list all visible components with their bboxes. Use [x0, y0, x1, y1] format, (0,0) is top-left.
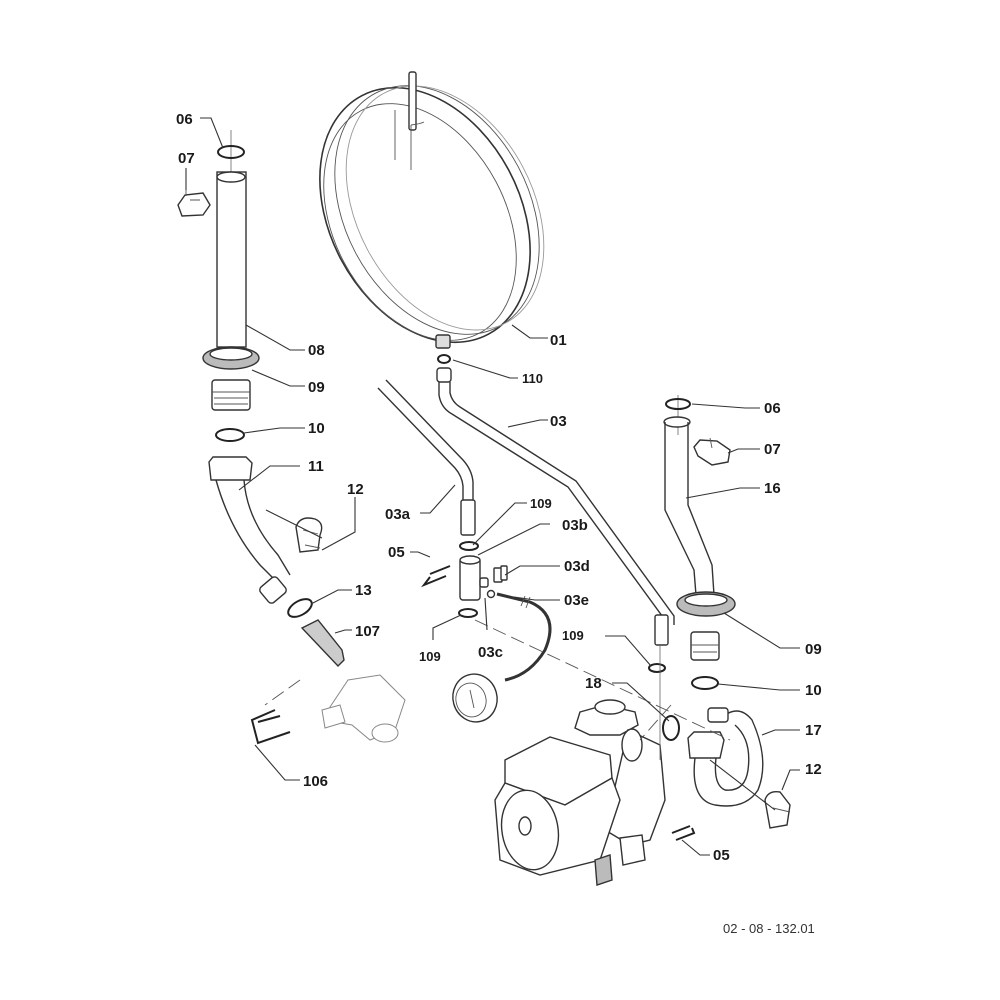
assembly-line [474, 619, 731, 741]
left-pipe-08 [216, 171, 247, 348]
washer-110 [437, 354, 451, 364]
label-110: 110 [522, 371, 543, 386]
label-03d: 03d [564, 558, 590, 575]
pressure-gauge [452, 589, 552, 723]
clip-03d [493, 565, 508, 583]
vessel-pipe [436, 367, 675, 646]
label-107: 107 [355, 623, 380, 640]
reference-code: 02 - 08 - 132.01 [723, 921, 815, 936]
assembly-line [639, 704, 672, 741]
pipe-clamp-12-left [295, 517, 323, 553]
filter-107 [300, 619, 345, 668]
pump [494, 699, 666, 886]
label-18: 18 [585, 675, 602, 692]
tee-fitting [459, 555, 489, 601]
label-109: 109 [530, 496, 552, 511]
label-10: 10 [308, 420, 325, 437]
label-07-right: 07 [764, 441, 781, 458]
assembly-line [264, 679, 301, 706]
label-06-right: 06 [764, 400, 781, 417]
label-109-right: 109 [562, 628, 584, 643]
label-10-right: 10 [805, 682, 822, 699]
leader-lines [185, 117, 800, 856]
label-106: 106 [303, 773, 328, 790]
label-05: 05 [388, 544, 405, 561]
label-12: 12 [347, 481, 364, 498]
retaining-clip-05-right [671, 825, 696, 841]
label-17: 17 [805, 722, 822, 739]
left-bent-pipe-11 [208, 456, 291, 604]
label-09-right: 09 [805, 641, 822, 658]
pipe-clamp-12-right [764, 790, 791, 829]
label-16: 16 [764, 480, 781, 497]
valve-body [321, 674, 406, 743]
washer-10-right [691, 676, 719, 690]
expansion-vessel [319, 71, 545, 349]
label-03: 03 [550, 413, 567, 430]
right-bent-pipe-17 [687, 707, 764, 807]
o-ring-06-left [217, 145, 245, 159]
pipe-clip-07-right [693, 437, 731, 466]
o-ring-109-right [648, 663, 666, 673]
pipe-clip-07-left [177, 185, 211, 217]
label-09: 09 [308, 379, 325, 396]
label-07: 07 [178, 150, 195, 167]
o-ring-109-bottom [458, 608, 478, 618]
o-ring-06-right [665, 398, 691, 410]
label-11: 11 [308, 458, 324, 475]
grommet-09-right [676, 591, 736, 661]
o-ring-13 [287, 598, 313, 618]
label-03b: 03b [562, 517, 588, 534]
label-03c: 03c [478, 644, 503, 661]
label-06: 06 [176, 111, 193, 128]
label-109-bottom: 109 [419, 649, 441, 664]
label-08: 08 [308, 342, 325, 359]
label-13: 13 [355, 582, 372, 599]
o-ring-109-top [459, 541, 479, 551]
washer-10-left [215, 428, 245, 442]
label-05-right: 05 [713, 847, 730, 864]
label-03e: 03e [564, 592, 589, 609]
label-12-right: 12 [805, 761, 822, 778]
callout-labels: 06 07 08 09 10 11 12 13 107 106 01 110 0… [176, 111, 822, 936]
pipe-section-a [377, 379, 476, 536]
label-01: 01 [550, 332, 567, 349]
grommet-09-left [202, 346, 260, 411]
o-ring-18 [662, 715, 680, 741]
retaining-clip-05-left [421, 565, 451, 588]
retaining-pin-106 [250, 709, 291, 745]
right-pipe-16 [663, 416, 715, 596]
label-03a: 03a [385, 506, 411, 523]
